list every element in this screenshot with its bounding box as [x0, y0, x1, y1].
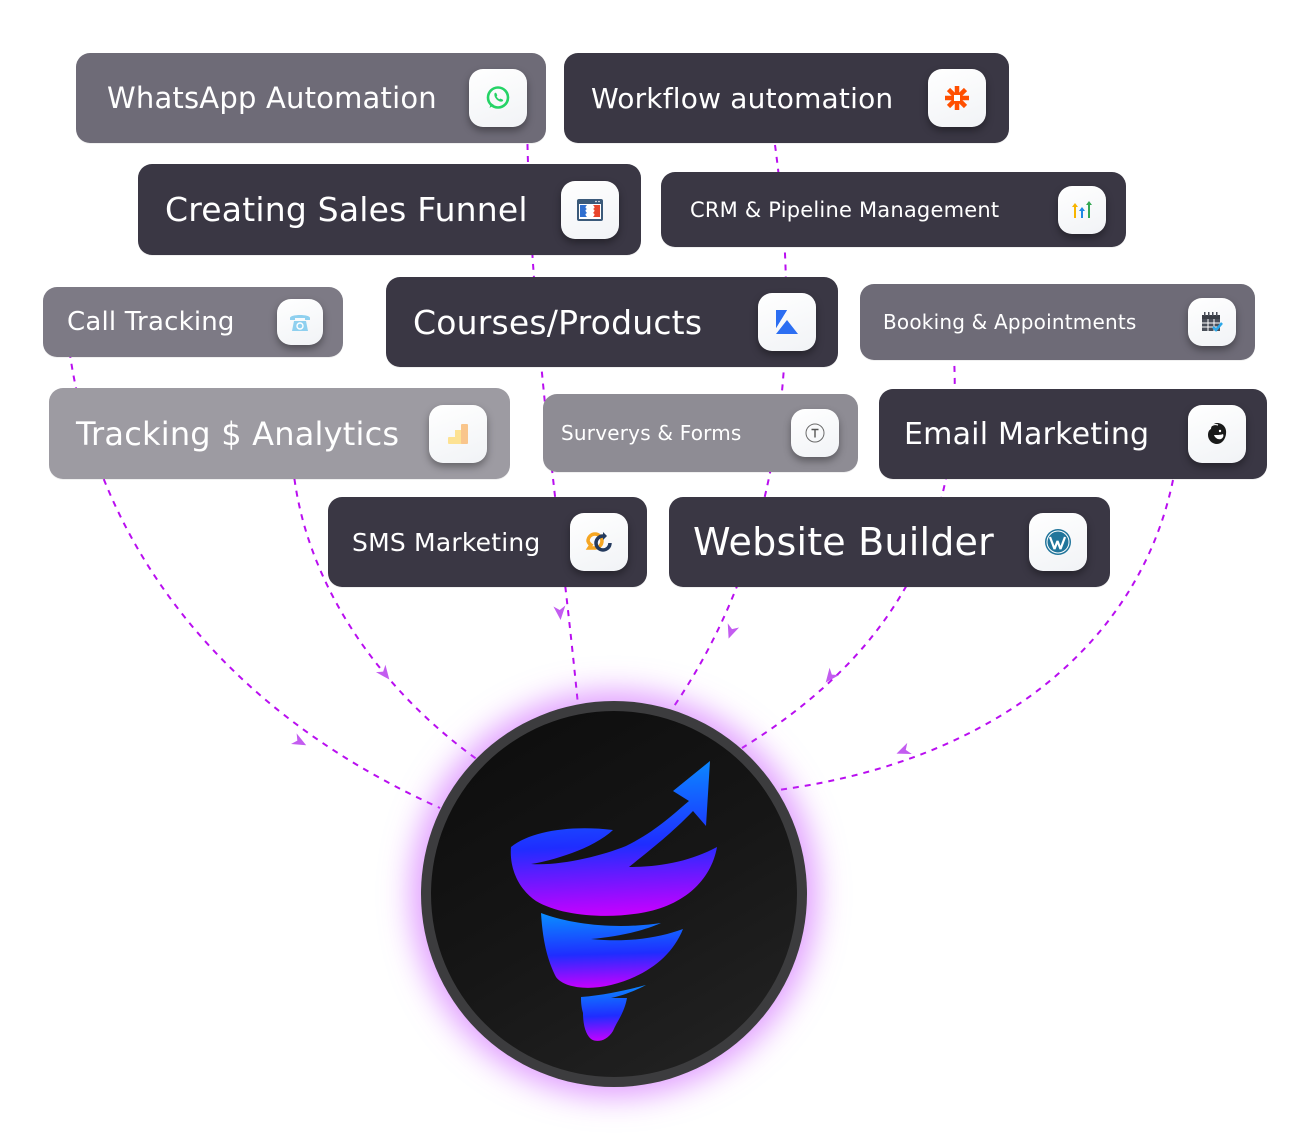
arrow-head-whatsapp — [553, 605, 566, 620]
integration-label: CRM & Pipeline Management — [690, 197, 1000, 222]
arrow-head-booking — [825, 667, 840, 683]
integration-creating-sales-funnel[interactable]: Creating Sales Funnel — [138, 164, 641, 255]
arrow-head-analytics — [375, 664, 390, 680]
integration-label: Call Tracking — [67, 307, 235, 337]
integration-label: Tracking $ Analytics — [76, 414, 400, 453]
zapier-asterisk-icon — [928, 69, 986, 127]
integration-email-marketing[interactable]: Email Marketing — [879, 389, 1267, 479]
integration-label: WhatsApp Automation — [107, 81, 437, 115]
integration-label: Email Marketing — [904, 416, 1150, 452]
gohighlevel-arrows-icon — [1058, 185, 1106, 234]
arrow-head-call-tracking — [291, 733, 307, 746]
integration-label: Booking & Appointments — [883, 310, 1137, 334]
integration-crm-pipeline-management[interactable]: CRM & Pipeline Management — [661, 172, 1126, 247]
integration-call-tracking[interactable]: Call Tracking — [43, 287, 343, 357]
typeform-icon — [791, 409, 839, 457]
whatsapp-icon — [469, 69, 527, 127]
integration-surveys-forms[interactable]: Surverys & Forms — [543, 394, 858, 472]
arrow-head-email — [896, 742, 912, 754]
kajabi-icon — [758, 293, 816, 351]
analytics-bars-icon — [429, 404, 487, 463]
integration-website-builder[interactable]: Website Builder — [669, 497, 1110, 587]
integration-label: Workflow automation — [591, 81, 894, 115]
tornado-arrow-logo — [510, 761, 717, 1041]
integration-courses-products[interactable]: Courses/Products — [386, 277, 838, 367]
integration-label: Website Builder — [693, 520, 994, 564]
hub-circle — [421, 701, 807, 1087]
mailchimp-icon — [1188, 405, 1246, 463]
telephone-icon — [277, 299, 323, 345]
integration-sms-marketing[interactable]: SMS Marketing — [328, 497, 647, 587]
sms-chat-link-icon — [570, 513, 628, 571]
wordpress-icon — [1029, 513, 1087, 571]
clickfunnels-icon — [561, 180, 619, 239]
integration-label: Surverys & Forms — [561, 421, 742, 445]
integration-label: Courses/Products — [413, 302, 703, 342]
calendar-check-icon — [1188, 298, 1236, 346]
integration-tracking-analytics[interactable]: Tracking $ Analytics — [49, 388, 510, 479]
integration-workflow-automation[interactable]: Workflow automation — [564, 53, 1009, 143]
integration-whatsapp-automation[interactable]: WhatsApp Automation — [76, 53, 546, 143]
integration-booking-appointments[interactable]: Booking & Appointments — [860, 284, 1255, 360]
arrow-head-workflow — [727, 623, 740, 639]
integration-label: Creating Sales Funnel — [165, 190, 528, 229]
integration-label: SMS Marketing — [352, 527, 541, 557]
